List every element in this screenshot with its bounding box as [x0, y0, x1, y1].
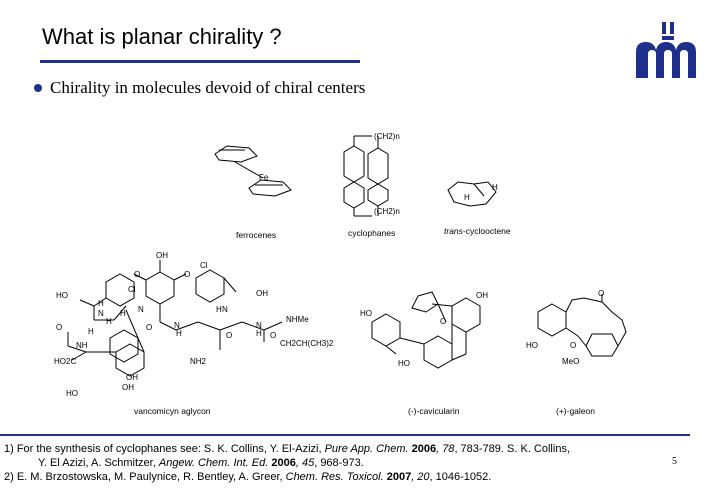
v-oh-b2: OH	[122, 383, 134, 392]
v-h2: H	[120, 309, 126, 318]
university-logo	[632, 20, 704, 80]
v-hn-h: H	[216, 305, 222, 314]
v-nh2: NH2	[190, 357, 207, 366]
fn1-line2: Y. El Azizi, A. Schmitzer,	[38, 457, 159, 469]
page-number: 5	[672, 456, 677, 467]
v-o-mid3: O	[270, 331, 276, 340]
v-n2: N	[138, 305, 144, 314]
fn1-year1: 2006	[408, 443, 437, 455]
cyclophanes-label: cyclophanes	[348, 228, 396, 238]
galeon-label: (+)-galeon	[556, 406, 595, 416]
fn2-lead: 2) E. M. Brzostowska, M. Paulynice, R. B…	[4, 471, 286, 483]
v-o-left: O	[56, 323, 62, 332]
trans-cyclooctene-structure: H H	[444, 176, 514, 221]
v-o-mid2: O	[226, 331, 232, 340]
v-side-chain: CH2CH(CH3)2	[280, 339, 334, 348]
fn2-journal: Chem. Res. Toxicol.	[285, 471, 384, 483]
v-h-mid1: H	[176, 329, 182, 338]
fn1-vol2: , 45	[295, 457, 315, 469]
v-oh-b1: OH	[126, 373, 138, 382]
v-o-mid1: O	[146, 323, 152, 332]
v-oh-top: OH	[156, 251, 168, 260]
cav-oh: OH	[476, 291, 488, 300]
bullet-text: Chirality in molecules devoid of chiral …	[50, 78, 366, 97]
footnote-1: 1) For the synthesis of cyclophanes see:…	[4, 442, 674, 456]
v-nhme: NHMe	[286, 315, 309, 324]
cav-o: O	[440, 317, 446, 326]
v-o1: O	[134, 270, 140, 279]
fn2-pages: , 1046-1052.	[429, 471, 492, 483]
v-ho-left: HO	[56, 291, 68, 300]
trans-h-top: H	[492, 183, 498, 192]
v-h-mid2: H	[256, 329, 262, 338]
cavicularin-label: (-)-cavicularin	[408, 406, 460, 416]
v-nh-left: NH	[76, 341, 88, 350]
trans-prefix: trans	[444, 226, 463, 236]
footnote-2: 2) E. M. Brzostowska, M. Paulynice, R. B…	[4, 470, 674, 484]
v-h-left: H	[88, 327, 94, 336]
fn1-journal1: Pure App. Chem.	[324, 443, 409, 455]
galeon-structure: O HO O MeO	[522, 289, 642, 385]
v-oh-right: OH	[256, 289, 268, 298]
fn2-vol: , 20	[411, 471, 430, 483]
ferrocene-structure: Fe	[205, 138, 305, 223]
cav-ho-top: HO	[360, 309, 372, 318]
v-ho-bottom: HO	[66, 389, 78, 398]
footnotes: 1) For the synthesis of cyclophanes see:…	[4, 442, 674, 484]
v-n-mid1: N	[174, 321, 180, 330]
fn2-year: 2007	[383, 471, 412, 483]
fn1-lead: 1) For the synthesis of cyclophanes see:…	[4, 443, 325, 455]
slide-title: What is planar chirality ?	[42, 24, 282, 49]
fn1-journal2: Angew. Chem. Int. Ed.	[158, 457, 269, 469]
fn1-year2: 2006	[268, 457, 296, 469]
v-cl-right: Cl	[200, 261, 208, 270]
cyclooctene-suffix: -cyclooctene	[462, 226, 511, 236]
galeon-meo: MeO	[562, 357, 579, 366]
galeon-o-ketone: O	[598, 289, 604, 298]
v-n1: N	[98, 309, 104, 318]
cyclophane-bottom-chain: (CH2)n	[374, 207, 400, 216]
v-hn-n: N	[222, 305, 228, 314]
cav-ho-bottom: HO	[398, 359, 410, 368]
v-o2: O	[184, 270, 190, 279]
bullet-icon	[34, 84, 42, 93]
vancomycin-label: vancomicyn aglycon	[134, 406, 211, 416]
trans-cyclooctene-label: trans-cyclooctene	[444, 226, 511, 236]
fe-atom: Fe	[259, 173, 269, 182]
cavicularin-structure: OH HO O HO	[356, 284, 506, 385]
footnote-1-cont: Y. El Azizi, A. Schmitzer, Angew. Chem. …	[4, 456, 674, 470]
bullet-point: Chirality in molecules devoid of chiral …	[34, 78, 365, 98]
cyclophane-structure: (CH2)n (CH2)n	[336, 128, 436, 229]
v-h1: H	[98, 299, 104, 308]
galeon-ho: HO	[526, 341, 538, 350]
footer-rule	[0, 434, 690, 436]
fn1-vol1: , 78	[436, 443, 455, 455]
vancomycin-structure: OH Cl Cl HO O O H N H N H OH H N NHMe O …	[50, 250, 350, 405]
fn1-pages2: , 968-973.	[314, 457, 364, 469]
v-cl-left: Cl	[128, 285, 136, 294]
title-underline	[40, 60, 360, 63]
fn1-pages1: , 783-789. S. K. Collins,	[454, 443, 570, 455]
galeon-o-ether: O	[570, 341, 576, 350]
v-ho2c: HO2C	[54, 357, 76, 366]
cyclophane-top-chain: (CH2)n	[374, 132, 400, 141]
v-n-mid2: N	[256, 321, 262, 330]
trans-h-bottom: H	[464, 193, 470, 202]
v-h3: H	[106, 317, 112, 326]
ferrocenes-label: ferrocenes	[236, 230, 277, 240]
